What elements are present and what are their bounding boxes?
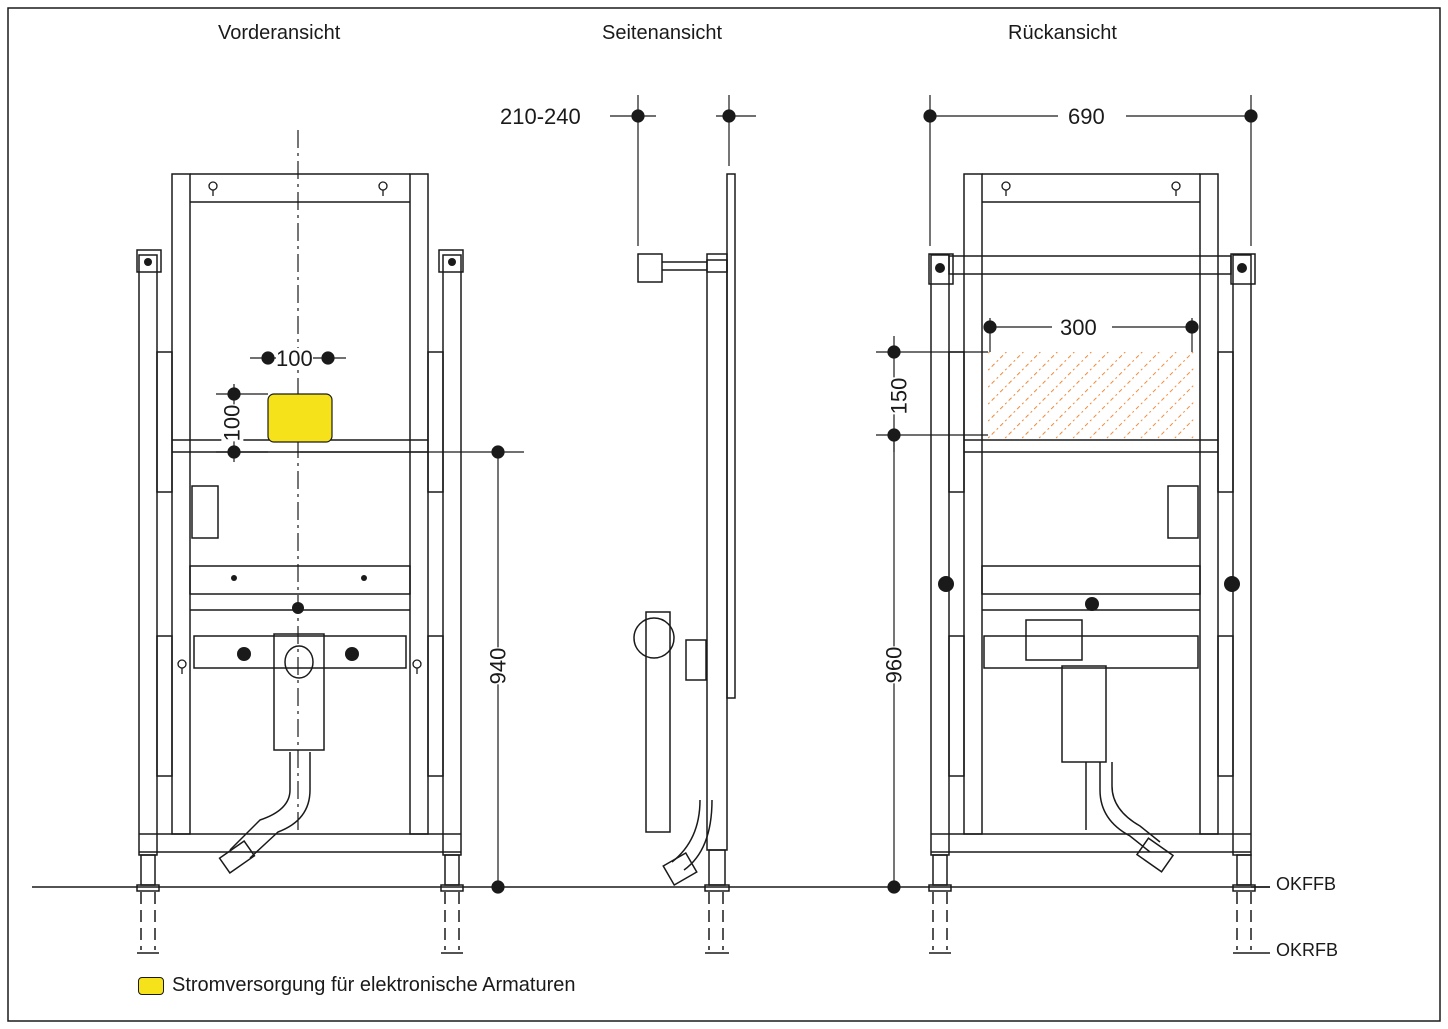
power-supply-swatch <box>138 976 164 995</box>
front-view-title: Vorderansicht <box>218 22 341 44</box>
back-view-title: Rückansicht <box>1008 22 1117 44</box>
side-legs-below-floor <box>708 892 724 950</box>
back-bolts <box>935 263 1247 611</box>
finished-floor-label: OKFFB <box>1276 874 1337 894</box>
back-installation-zone <box>988 352 1194 440</box>
side-view-frame <box>633 173 736 892</box>
power-supply-box <box>267 393 333 443</box>
back-legs-below-floor <box>932 892 1252 950</box>
back-width-dim: 690 <box>1068 104 1105 129</box>
legend-label: Stromversorgung für elektronische Armatu… <box>172 974 576 996</box>
back-zone-height-dim: 150 <box>886 377 912 415</box>
front-hanger-holes <box>177 181 422 674</box>
back-hanger-holes <box>1001 181 1181 196</box>
front-legs-below-floor <box>140 892 460 950</box>
front-box-height-dim: 100 <box>219 404 245 442</box>
back-zone-width-dim: 300 <box>1060 315 1097 340</box>
front-view-frame <box>136 173 464 892</box>
side-depth-dim: 210-240 <box>500 104 581 129</box>
side-view-title: Seitenansicht <box>602 22 723 44</box>
front-width-dim: 100 <box>276 346 313 371</box>
front-total-height-dim: 940 <box>485 647 511 685</box>
drawing-border <box>7 7 1441 1022</box>
side-dim-lines <box>610 95 756 246</box>
front-dim-lines <box>216 351 524 894</box>
raw-floor-label: OKRFB <box>1276 940 1339 960</box>
back-view-frame <box>928 173 1256 892</box>
front-bolts <box>144 258 456 661</box>
legend: Stromversorgung für elektronische Armatu… <box>138 974 576 997</box>
back-total-height-dim: 960 <box>881 646 907 684</box>
